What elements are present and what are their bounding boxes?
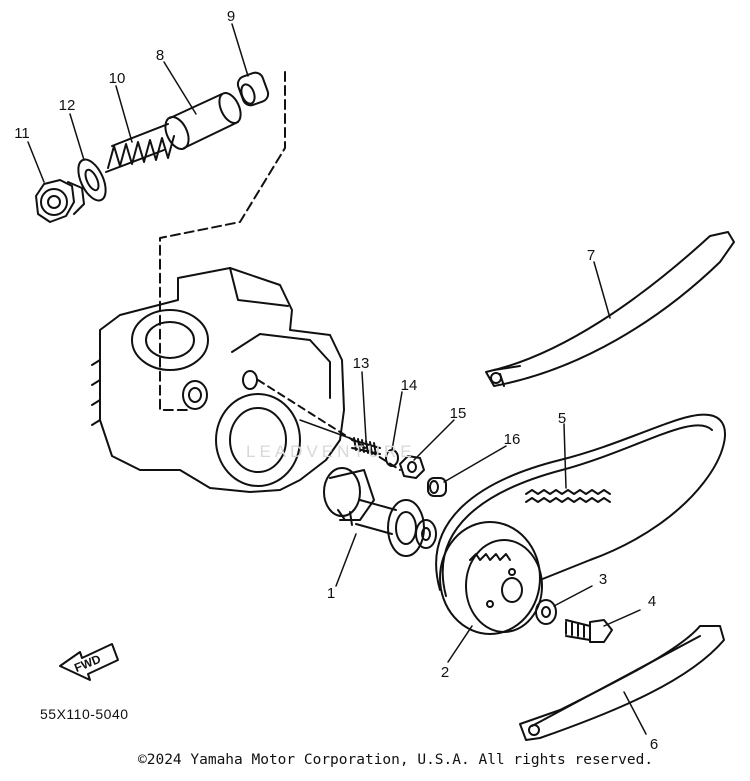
cylinder-head xyxy=(92,268,400,492)
part-5-timing-chain xyxy=(436,415,725,596)
label-part-3: 3 xyxy=(599,571,607,588)
copyright-notice: ©2024 Yamaha Motor Corporation, U.S.A. A… xyxy=(138,752,654,768)
part-13-stud xyxy=(352,438,380,455)
label-part-11: 11 xyxy=(14,125,30,142)
part-12-washer xyxy=(73,155,112,204)
part-1-camshaft xyxy=(324,468,436,556)
label-part-12: 12 xyxy=(59,97,76,114)
part-9-plug xyxy=(236,70,271,107)
part-8-rod xyxy=(161,90,245,153)
label-part-16: 16 xyxy=(504,431,521,448)
part-6-chain-guide xyxy=(520,626,724,740)
label-part-4: 4 xyxy=(648,593,656,610)
fwd-arrow-icon xyxy=(60,644,118,680)
label-part-7: 7 xyxy=(587,247,595,264)
reference-box xyxy=(160,72,285,410)
label-part-15: 15 xyxy=(450,405,467,422)
label-part-2: 2 xyxy=(441,664,449,681)
watermark: LEADVENTURE xyxy=(246,442,416,461)
part-2-sprocket xyxy=(440,522,542,634)
label-part-6: 6 xyxy=(650,736,658,753)
label-part-9: 9 xyxy=(227,8,235,25)
part-number-labels: 1 2 3 4 5 6 7 8 9 10 11 12 13 14 15 16 F… xyxy=(14,8,658,753)
part-7-chain-guide xyxy=(486,232,734,386)
part-15-nut xyxy=(400,456,424,478)
label-part-5: 5 xyxy=(558,410,566,427)
label-part-1: 1 xyxy=(327,585,335,602)
part-11-cap-bolt xyxy=(36,180,84,222)
label-part-10: 10 xyxy=(109,70,126,87)
label-part-13: 13 xyxy=(353,355,370,372)
part-4-bolt xyxy=(566,620,612,642)
part-10-spring xyxy=(106,124,174,172)
leader-lines xyxy=(28,24,646,734)
figure-code: 55X110-5040 xyxy=(40,706,129,722)
label-part-8: 8 xyxy=(156,47,164,64)
part-16-cap xyxy=(428,478,446,496)
label-part-14: 14 xyxy=(401,377,418,394)
part-3-washer xyxy=(536,600,556,624)
